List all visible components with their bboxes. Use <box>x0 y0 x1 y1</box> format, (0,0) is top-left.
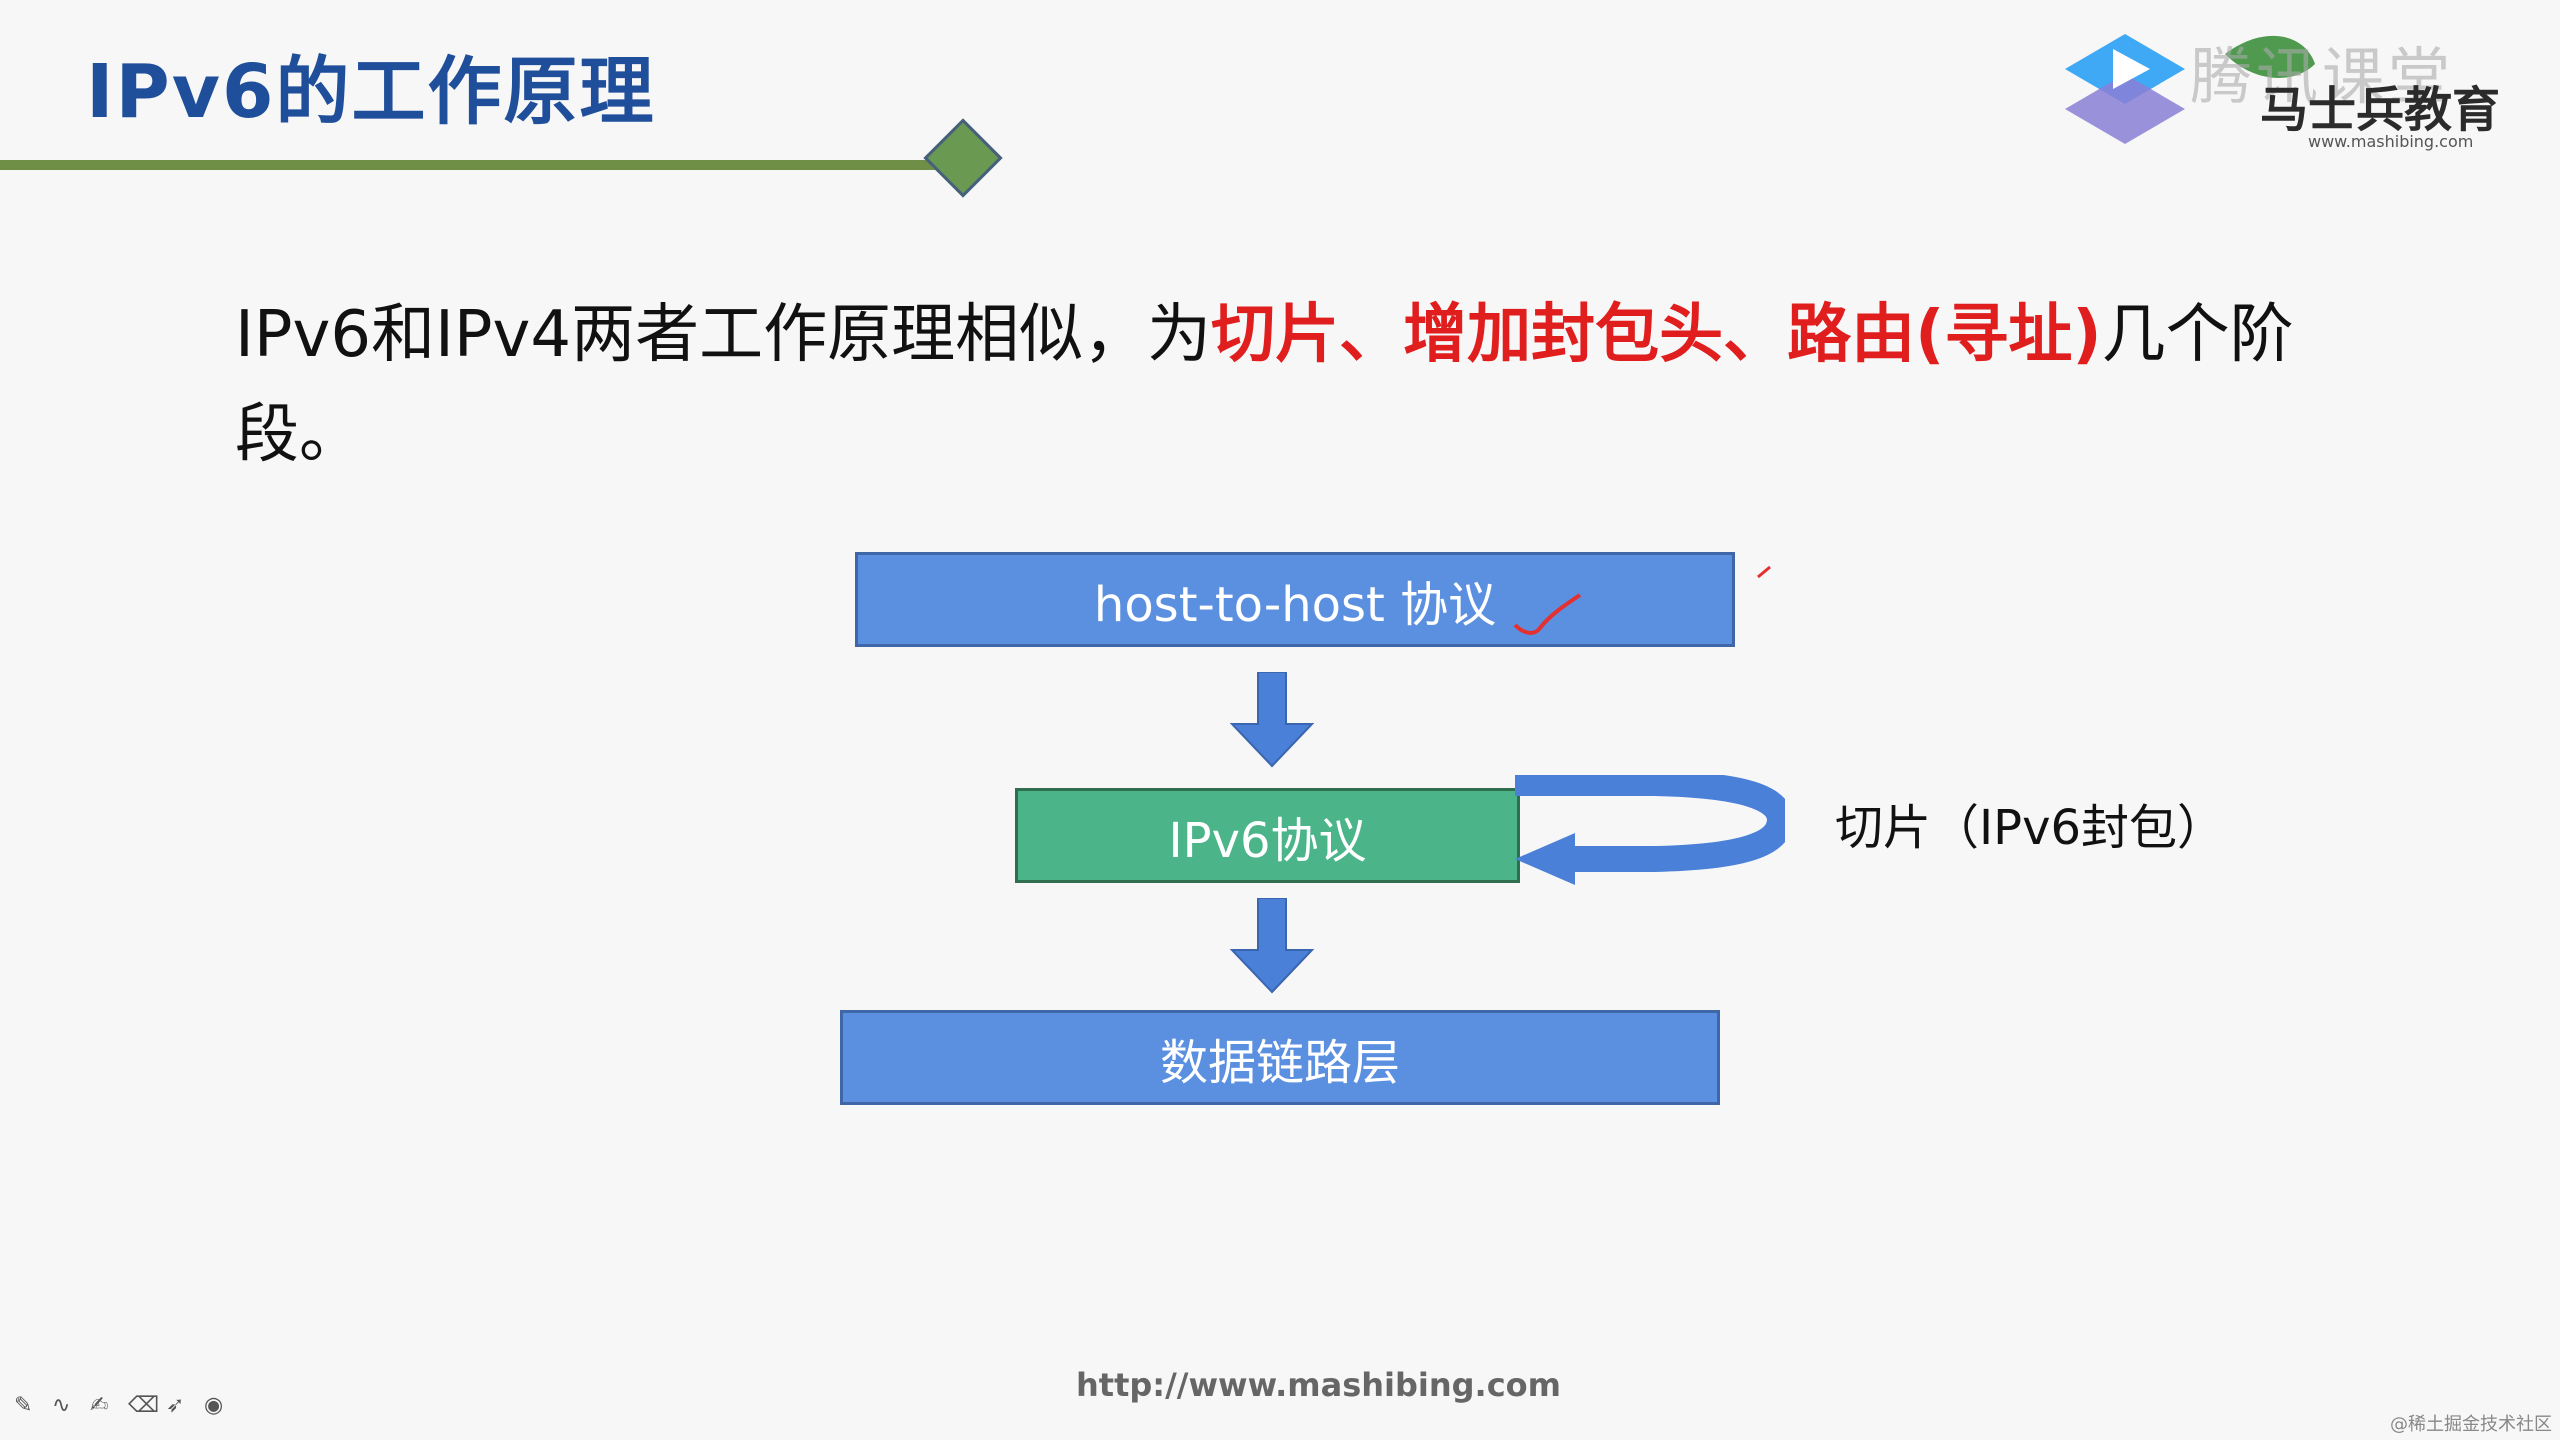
title-diamond <box>923 118 1003 198</box>
body-text: IPv6和IPv4两者工作原理相似，为切片、增加封包头、路由(寻址)几个阶段。 <box>235 285 2315 485</box>
pen-icon[interactable]: ✎ <box>14 1393 33 1418</box>
host-to-host-box: host-to-host 协议 <box>855 552 1735 647</box>
down-arrow-icon <box>1230 672 1314 768</box>
logo-url: www.mashibing.com <box>2308 132 2474 151</box>
data-link-layer-box: 数据链路层 <box>840 1010 1720 1105</box>
slide-title: IPv6的工作原理 <box>86 49 656 135</box>
logo-text: 马士兵教育 <box>2260 82 2501 138</box>
footer-url: http://www.mashibing.com <box>1076 1366 1561 1404</box>
pointer-icon[interactable]: ➶ <box>166 1393 185 1418</box>
body-text-tail: 几个阶段。 <box>235 298 2294 472</box>
bottom-watermark: @稀土掘金技术社区 <box>2390 1414 2552 1435</box>
check-mark-annotation <box>1513 593 1582 635</box>
loop-arrow-icon <box>1515 775 1785 885</box>
eraser-icon[interactable]: ⌫ <box>128 1393 160 1418</box>
data-link-layer-label: 数据链路层 <box>1159 1034 1400 1091</box>
body-text-highlight: 切片、增加封包头、路由(寻址) <box>1211 298 2102 372</box>
logo-icon <box>2065 34 2315 144</box>
pen-mark-annotation <box>1757 565 1771 579</box>
host-to-host-label: host-to-host 协议 <box>1093 576 1497 633</box>
highlighter-icon[interactable]: ✍ <box>90 1393 109 1418</box>
ipv6-protocol-box: IPv6协议 <box>1015 788 1520 883</box>
presentation-toolbar: ✎ ∿ ✍ ⌫ ➶ ◉ <box>14 1395 226 1417</box>
logo-watermark: 腾讯课堂 <box>2190 40 2455 113</box>
side-label: 切片（IPv6封包） <box>1835 800 2226 856</box>
ipv6-protocol-label: IPv6协议 <box>1168 812 1367 869</box>
title-underline <box>0 160 960 170</box>
curve-icon[interactable]: ∿ <box>52 1393 71 1418</box>
record-icon[interactable]: ◉ <box>204 1393 224 1418</box>
body-text-plain: IPv6和IPv4两者工作原理相似，为 <box>235 298 1212 372</box>
down-arrow-icon <box>1230 898 1314 994</box>
